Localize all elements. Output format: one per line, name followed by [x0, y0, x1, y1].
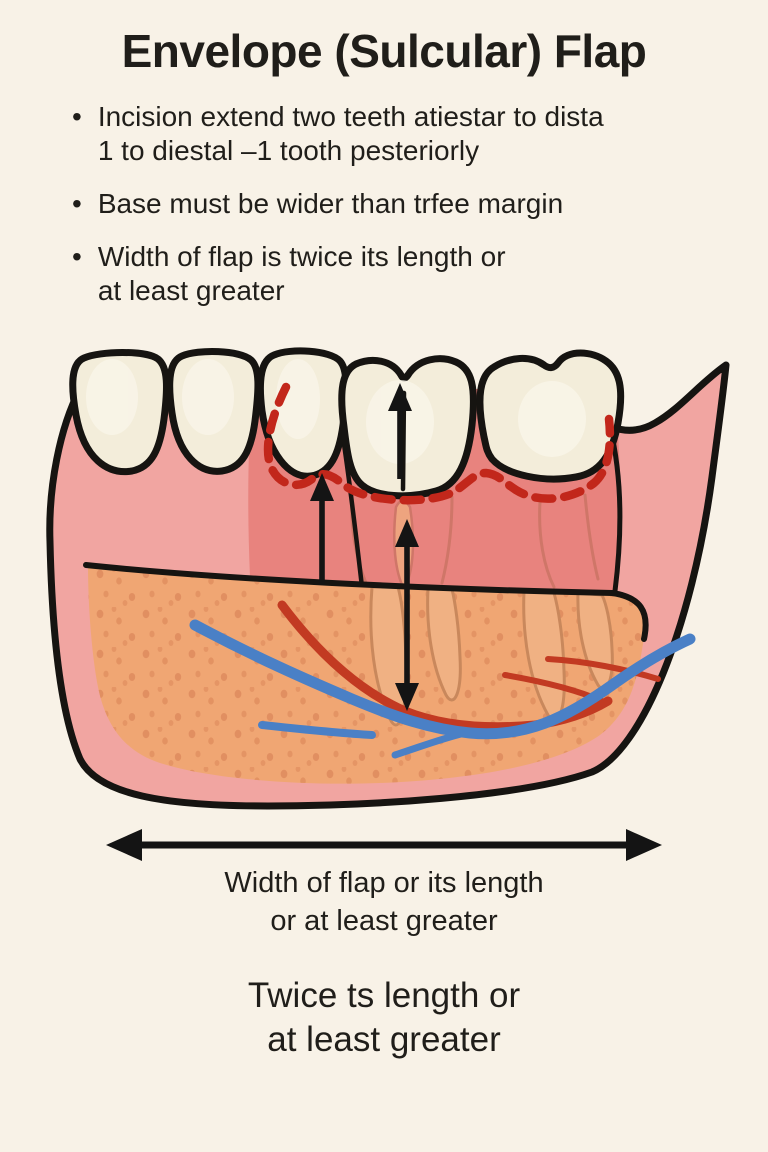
width-caption: Width of flap or its length or at least …: [0, 864, 768, 940]
bullet-item-width: • Width of flap is twice its length or a…: [72, 240, 712, 308]
bullet-line: Width of flap is twice its length or: [97, 241, 506, 272]
bullet-line: at least greater: [97, 275, 285, 306]
bullet-line: Incision extend two teeth atiestar to di…: [97, 101, 604, 132]
flap-width-double-arrow: [106, 829, 662, 861]
flap-depth-double-arrow: [395, 519, 419, 711]
vein-blue-branch: [391, 729, 469, 759]
twice-caption-line2: at least greater: [267, 1020, 501, 1059]
bullet-dot: •: [72, 241, 82, 272]
tooth-highlight: [276, 359, 320, 439]
annotation-arrows: [106, 383, 662, 861]
bullet-text: Base must be wider than trfee margin: [98, 187, 712, 221]
tooth-highlights: [86, 359, 586, 464]
flap-root-outline: [583, 493, 600, 581]
bullet-dot: •: [72, 101, 82, 132]
bullet-line: Base must be wider than trfee margin: [97, 188, 564, 219]
flap-length-arrow: [310, 473, 334, 585]
bullet-item-incision: • Incision extend two teeth atiestar to …: [72, 100, 712, 168]
vein-blue-branch: [258, 721, 376, 739]
bullet-item-base: • Base must be wider than trfee margin: [72, 187, 712, 221]
eruption-arrow: [388, 383, 412, 479]
bullet-text: Width of flap is twice its length or at …: [98, 240, 712, 308]
width-caption-line2: or at least greater: [270, 905, 498, 937]
blood-vessels: [189, 600, 696, 759]
page-title: Envelope (Sulcular) Flap: [121, 25, 647, 77]
tooth-highlight: [86, 359, 138, 435]
twice-caption-line1: Twice ts length or: [247, 976, 521, 1015]
flap-root-outline: [440, 495, 454, 585]
tooth-highlight: [518, 381, 586, 457]
artery-red-branch: [545, 656, 661, 682]
bullet-list: • Incision extend two teeth atiestar to …: [72, 100, 712, 308]
bullet-dot: •: [72, 188, 82, 219]
flap-incision-dashed-line: [263, 382, 615, 505]
infographic-page: Envelope (Sulcular) Flap • Incision exte…: [0, 25, 768, 1062]
tooth-highlight: [182, 359, 234, 435]
width-caption-line1: Width of flap or its length: [224, 867, 544, 899]
bullet-line: 1 to diestal –1 tooth pesteriorly: [97, 135, 480, 166]
bone-crest-line: [83, 562, 649, 642]
jaw-illustration: [46, 347, 730, 861]
flap-root-outline: [538, 500, 556, 589]
twice-caption: Twice ts length or at least greater: [0, 974, 768, 1062]
bullet-text: Incision extend two teeth atiestar to di…: [98, 100, 712, 168]
tooth-root: [426, 587, 462, 702]
